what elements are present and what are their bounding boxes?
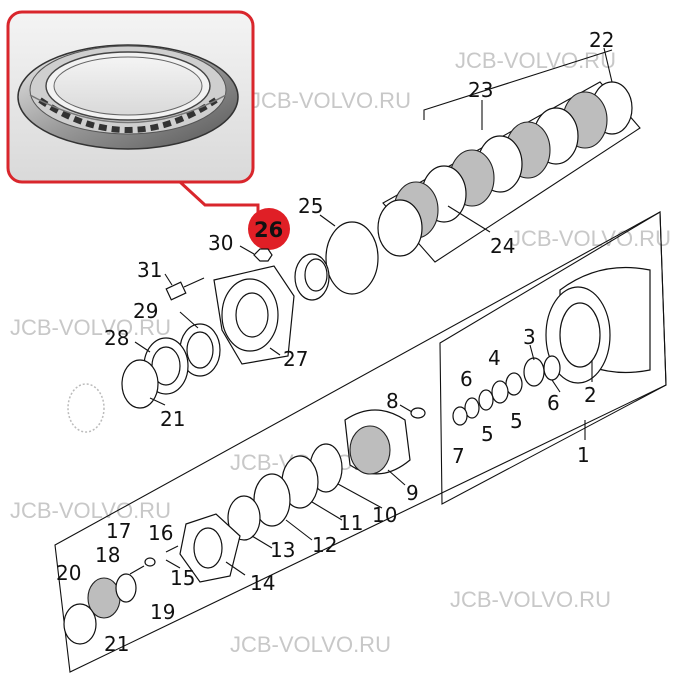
highlight-badge-26: 26 <box>248 208 290 250</box>
part-label-16: 16 <box>148 521 173 545</box>
ring-7 <box>452 406 468 426</box>
part-label-2: 2 <box>584 383 597 407</box>
part-label-20: 20 <box>56 561 81 585</box>
part-label-6a: 6 <box>460 367 473 391</box>
watermark-text: JCB-VOLVO.RU <box>250 88 411 113</box>
part-label-15: 15 <box>170 566 195 590</box>
snap-ring-21 <box>121 359 159 409</box>
clutch-plate <box>377 199 423 257</box>
o-ring-25 <box>325 221 379 295</box>
part-label-17: 17 <box>106 519 131 543</box>
bearing-29-inner <box>186 331 214 369</box>
part-label-6b: 6 <box>547 391 560 415</box>
part-label-29: 29 <box>133 299 158 323</box>
part-label-21-top: 21 <box>160 407 185 431</box>
snap-ring-21 <box>63 603 97 645</box>
hub-27 <box>213 265 295 365</box>
watermark-text: JCB-VOLVO.RU <box>450 587 611 612</box>
nut-30 <box>253 248 273 262</box>
part-label-28: 28 <box>104 326 129 350</box>
washer-5 <box>478 389 494 411</box>
bearing-3 <box>523 357 545 387</box>
ring-gear-14 <box>179 513 241 583</box>
watermark-text: JCB-VOLVO.RU <box>510 226 671 251</box>
callout-leader <box>178 180 260 218</box>
part-label-13: 13 <box>270 538 295 562</box>
part-label-11: 11 <box>338 511 363 535</box>
ring-6 <box>543 355 561 381</box>
watermark-text: JCB-VOLVO.RU <box>455 48 616 73</box>
part-label-7: 7 <box>452 444 465 468</box>
part-label-22: 22 <box>589 28 614 52</box>
part-label-24: 24 <box>490 234 515 258</box>
part-label-31: 31 <box>137 258 162 282</box>
part-label-19: 19 <box>150 600 175 624</box>
part-label-18: 18 <box>95 543 120 567</box>
part-label-5b: 5 <box>510 409 523 433</box>
bearing-4 <box>491 380 509 404</box>
ring-6 <box>464 397 480 419</box>
watermark-text: JCB-VOLVO.RU <box>230 632 391 657</box>
watermark-text: JCB-VOLVO.RU <box>10 498 171 523</box>
highlight-circle <box>248 208 290 250</box>
bearing-photo-callout <box>6 10 260 218</box>
part-label-5a: 5 <box>481 422 494 446</box>
part-label-21-bottom: 21 <box>104 632 129 656</box>
part-label-1: 1 <box>577 443 590 467</box>
pins-15-18 <box>129 545 179 575</box>
part-label-8: 8 <box>386 389 399 413</box>
leader-lines <box>134 47 613 576</box>
part-label-10: 10 <box>372 503 397 527</box>
part-label-14: 14 <box>250 571 275 595</box>
part-label-12: 12 <box>312 533 337 557</box>
clutch-pack <box>377 49 633 257</box>
highlight-label: 26 <box>254 218 283 242</box>
housing-2 <box>545 266 651 384</box>
carrier-9 <box>344 409 411 475</box>
gear-phantom <box>67 383 105 433</box>
ring-13 <box>227 495 261 541</box>
part-number-labels: 22 23 24 25 30 31 29 28 27 21 3 4 6 2 6 … <box>56 28 614 656</box>
tapered-roller-bearing-image <box>17 44 239 150</box>
part-label-9: 9 <box>406 481 419 505</box>
bolt-31 <box>165 277 205 301</box>
bearing-26 <box>294 253 330 301</box>
part-label-3: 3 <box>523 325 536 349</box>
part-label-23: 23 <box>468 78 493 102</box>
part-label-27: 27 <box>283 347 308 371</box>
part-label-4: 4 <box>488 346 501 370</box>
ring-19 <box>115 573 137 603</box>
washer-8 <box>410 407 426 419</box>
part-label-30: 30 <box>208 231 233 255</box>
part-label-25: 25 <box>298 194 323 218</box>
watermark-text: JCB-VOLVO.RU <box>10 315 171 340</box>
